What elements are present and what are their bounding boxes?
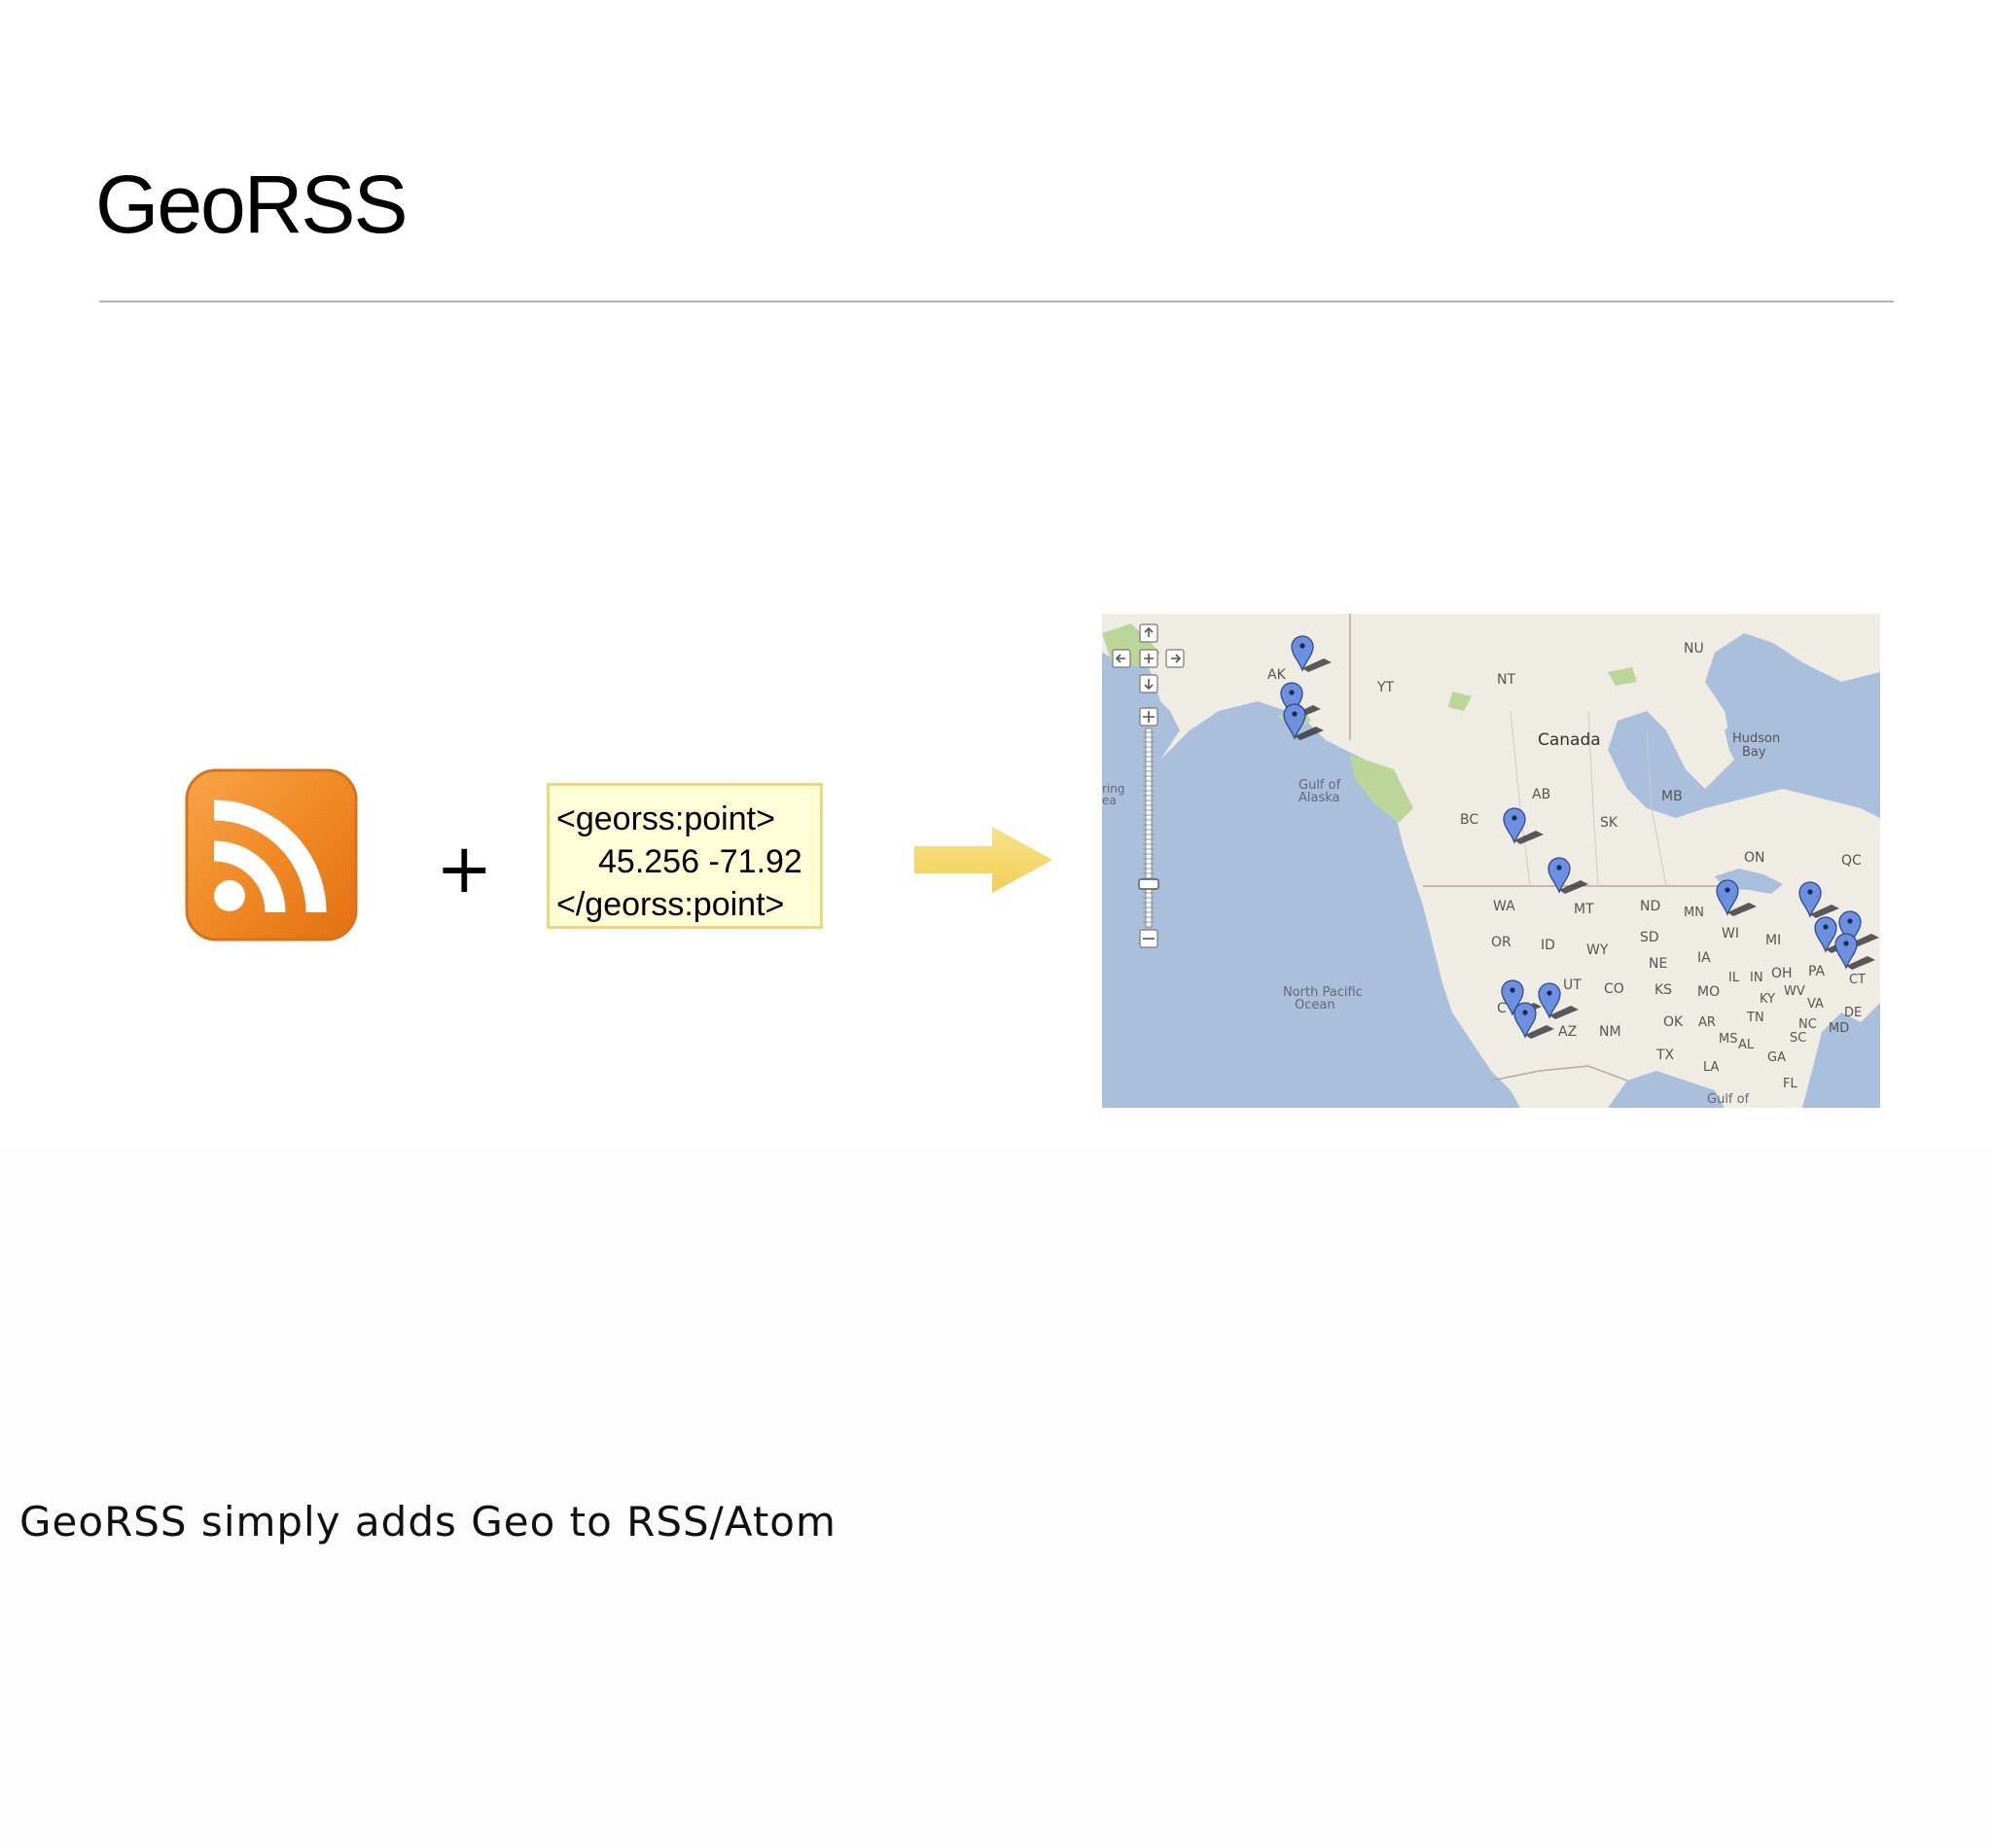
label-mo: MO <box>1697 984 1720 1000</box>
label-nd: ND <box>1640 899 1660 914</box>
label-tx: TX <box>1655 1048 1675 1063</box>
label-ks: KS <box>1654 982 1672 998</box>
map-marker-icon[interactable] <box>1538 982 1579 1019</box>
zoom-slider-handle <box>1138 878 1159 890</box>
zoom-slider[interactable] <box>1138 728 1159 928</box>
label-ar: AR <box>1698 1015 1716 1030</box>
map-marker-icon[interactable] <box>1503 807 1544 844</box>
label-qc: QC <box>1841 853 1862 869</box>
map-marker-icon[interactable] <box>1291 635 1332 672</box>
label-bering: ring <box>1102 782 1125 796</box>
map-markers <box>1280 635 1879 1039</box>
label-wa: WA <box>1493 899 1515 914</box>
label-id: ID <box>1541 938 1555 953</box>
label-la: LA <box>1703 1060 1720 1075</box>
label-ca: C <box>1497 1001 1507 1016</box>
code-open-tag: <georss:point> <box>556 800 775 837</box>
title-divider <box>99 301 1894 302</box>
label-ut: UT <box>1563 977 1582 993</box>
label-bc: BC <box>1460 812 1478 828</box>
label-nu: NU <box>1684 641 1704 657</box>
code-coordinates: 45.256 -71.92 <box>598 843 802 880</box>
label-mn: MN <box>1684 906 1704 920</box>
label-ocean: Ocean <box>1295 998 1335 1013</box>
hudson-bay <box>1725 706 1793 784</box>
map-marker-icon[interactable] <box>1716 879 1757 916</box>
label-mi: MI <box>1765 933 1781 948</box>
label-nc: NC <box>1798 1017 1817 1032</box>
map-marker-icon[interactable] <box>1547 857 1588 894</box>
label-md: MD <box>1829 1021 1849 1036</box>
label-ab: AB <box>1532 787 1550 802</box>
label-va: VA <box>1807 997 1824 1012</box>
label-ne: NE <box>1649 956 1667 972</box>
label-ga: GA <box>1767 1050 1786 1065</box>
label-fl: FL <box>1783 1077 1797 1091</box>
label-ok: OK <box>1663 1014 1684 1030</box>
background-panel <box>0 1148 1992 1848</box>
label-sc: SC <box>1790 1031 1806 1046</box>
label-il: IL <box>1728 971 1740 985</box>
map-marker-icon[interactable] <box>1513 1002 1554 1039</box>
georss-code-box: <georss:point> 45.256 -71.92 </georss:po… <box>547 783 823 929</box>
label-sk: SK <box>1600 815 1618 831</box>
label-gulf-mx: Gulf of <box>1707 1092 1750 1107</box>
label-mb: MB <box>1661 789 1683 804</box>
label-sea: ea <box>1102 794 1117 807</box>
rss-feed-icon <box>185 768 358 942</box>
map-marker-icon[interactable] <box>1798 881 1839 918</box>
label-hudson: Hudson <box>1732 731 1780 746</box>
arrow-right-icon <box>914 827 1052 893</box>
label-wi: WI <box>1722 926 1739 942</box>
label-mt: MT <box>1574 902 1594 917</box>
code-close-tag: </georss:point> <box>556 886 785 923</box>
slide-caption: GeoRSS simply adds Geo to RSS/Atom <box>19 1498 836 1546</box>
label-ak: AK <box>1267 667 1287 683</box>
label-nt: NT <box>1497 672 1515 688</box>
label-on: ON <box>1744 850 1765 866</box>
label-az: AZ <box>1558 1024 1577 1040</box>
label-yt: YT <box>1376 680 1395 695</box>
label-or: OR <box>1491 935 1512 950</box>
label-gulf-ak: Gulf of <box>1298 778 1341 793</box>
label-canada: Canada <box>1538 730 1601 750</box>
label-ky: KY <box>1760 992 1775 1007</box>
map-view[interactable]: NU NT YT AK Canada Hudson Bay Gulf of Al… <box>1102 614 1880 1108</box>
label-pacific: North Pacific <box>1283 985 1363 1000</box>
label-co: CO <box>1604 981 1624 997</box>
label-in: IN <box>1750 971 1763 985</box>
label-bay: Bay <box>1742 745 1766 760</box>
slide-title: GeoRSS <box>95 159 408 250</box>
label-tn: TN <box>1746 1011 1764 1025</box>
label-wv: WV <box>1784 984 1805 999</box>
label-sd: SD <box>1640 930 1659 945</box>
plus-sign: + <box>436 829 493 908</box>
label-oh: OH <box>1771 966 1793 981</box>
map-marker-icon[interactable] <box>1283 703 1324 740</box>
label-ia: IA <box>1697 950 1711 966</box>
label-ms: MS <box>1719 1032 1737 1047</box>
map-land <box>1102 614 1880 1108</box>
label-al: AL <box>1738 1038 1755 1052</box>
label-pa: PA <box>1808 964 1826 979</box>
label-wy: WY <box>1586 942 1609 958</box>
map-marker-icon[interactable] <box>1834 933 1875 970</box>
label-ct: CT <box>1849 973 1866 987</box>
label-de: DE <box>1844 1006 1862 1020</box>
label-alaska: Alaska <box>1298 791 1340 805</box>
label-nm: NM <box>1599 1024 1621 1040</box>
